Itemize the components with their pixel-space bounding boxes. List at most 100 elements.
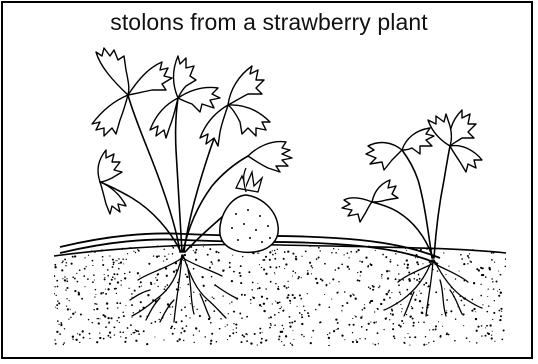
soil-speck — [231, 301, 232, 302]
soil-speck — [427, 314, 429, 316]
soil-speck — [231, 280, 233, 282]
soil-speck — [262, 332, 263, 333]
soil-speck — [272, 250, 273, 251]
soil-speck — [419, 300, 421, 302]
soil-speck — [400, 294, 401, 295]
soil-speck — [488, 288, 489, 289]
soil-speck — [425, 282, 427, 284]
soil-speck — [370, 264, 372, 266]
soil-speck — [357, 249, 359, 251]
soil-speck — [233, 311, 235, 313]
soil-speck — [486, 325, 488, 327]
soil-speck — [239, 272, 241, 274]
soil-speck — [240, 265, 242, 267]
soil-speck — [215, 251, 217, 253]
soil-speck — [164, 286, 165, 287]
soil-speck — [413, 322, 415, 324]
soil-speck — [163, 248, 165, 250]
soil-speck — [64, 258, 66, 260]
soil-speck — [435, 291, 437, 293]
soil-speck — [331, 252, 332, 253]
soil-speck — [341, 264, 343, 266]
soil-speck — [259, 328, 261, 330]
soil-speck — [309, 262, 311, 264]
soil-speck — [64, 276, 66, 278]
soil-speck — [494, 300, 495, 301]
soil-speck — [105, 289, 106, 290]
soil-speck — [163, 288, 165, 290]
soil-speck — [53, 293, 55, 295]
soil-speck — [117, 307, 118, 308]
soil-speck — [78, 292, 80, 294]
soil-speck — [110, 317, 112, 319]
soil-speck — [104, 315, 106, 317]
soil-speck — [392, 323, 394, 325]
soil-speck — [500, 292, 502, 294]
soil-speck — [429, 261, 430, 262]
soil-speck — [503, 329, 505, 331]
soil-speck — [409, 345, 410, 346]
soil-speck — [440, 335, 442, 337]
soil-speck — [54, 286, 55, 287]
soil-speck — [248, 271, 250, 273]
soil-speck — [307, 293, 308, 294]
soil-speck — [505, 266, 507, 268]
soil-speck — [58, 302, 60, 304]
soil-speck — [274, 258, 276, 260]
soil-speck — [292, 276, 293, 277]
soil-speck — [473, 282, 475, 284]
soil-speck — [113, 244, 115, 246]
soil-speck — [334, 269, 336, 271]
soil-speck — [476, 330, 478, 332]
soil-speck — [359, 338, 360, 339]
soil-speck — [365, 257, 367, 259]
soil-speck — [186, 325, 188, 327]
soil-speck — [344, 291, 346, 293]
soil-speck — [381, 274, 383, 276]
soil-speck — [155, 277, 156, 278]
soil-speck — [401, 308, 402, 309]
soil-speck — [74, 278, 76, 280]
soil-speck — [315, 278, 317, 280]
soil-speck — [181, 309, 183, 311]
soil-speck — [433, 341, 435, 343]
soil-speck — [117, 281, 119, 283]
soil-speck — [243, 336, 245, 338]
soil-speck — [131, 297, 132, 298]
soil-speck — [96, 303, 97, 304]
soil-speck — [66, 280, 68, 282]
soil-speck — [279, 266, 280, 267]
soil-speck — [368, 323, 370, 325]
soil-speck — [265, 340, 266, 341]
soil-speck — [74, 290, 76, 292]
soil-speck — [193, 334, 194, 335]
soil-speck — [76, 273, 77, 274]
soil-speck — [471, 310, 473, 312]
soil-speck — [369, 302, 371, 304]
soil-speck — [116, 273, 118, 275]
soil-speck — [250, 299, 252, 301]
soil-speck — [259, 264, 260, 265]
soil-speck — [103, 338, 105, 340]
soil-speck — [58, 324, 59, 325]
soil-speck — [280, 308, 281, 309]
soil-speck — [320, 278, 322, 280]
soil-speck — [392, 328, 394, 330]
soil-speck — [404, 342, 405, 343]
soil-speck — [66, 262, 68, 264]
soil-speck — [125, 245, 127, 247]
soil-speck — [184, 306, 186, 308]
soil-speck — [116, 302, 118, 304]
soil-speck — [450, 310, 452, 312]
soil-speck — [68, 318, 69, 319]
soil-speck — [357, 279, 359, 281]
soil-speck — [60, 324, 62, 326]
soil-speck — [98, 322, 100, 324]
soil-speck — [360, 275, 361, 276]
soil-speck — [72, 338, 73, 339]
soil-speck — [194, 251, 196, 253]
soil-speck — [428, 342, 429, 343]
soil-speck — [337, 322, 339, 324]
soil-speck — [216, 341, 218, 343]
soil-speck — [225, 326, 226, 327]
